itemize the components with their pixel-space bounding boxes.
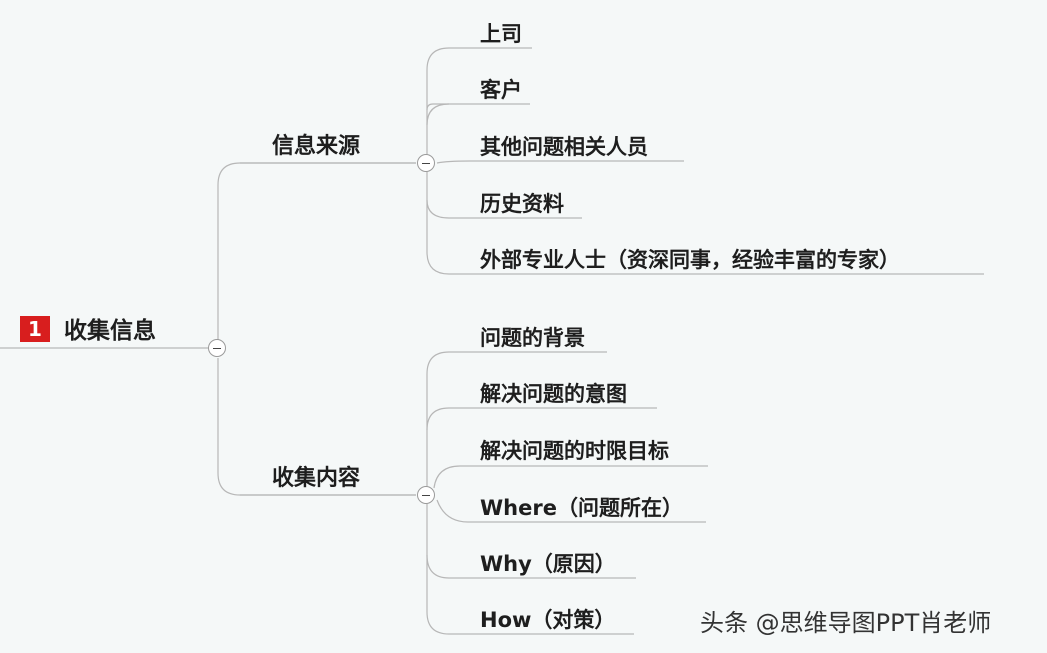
- branch1-connector-top: [426, 47, 532, 154]
- leaf-node[interactable]: 客户: [480, 78, 522, 102]
- leaf-node[interactable]: How（对策）: [480, 608, 616, 632]
- branch2-connector-4: [436, 499, 706, 523]
- leaf-node[interactable]: Why（原因）: [480, 552, 616, 576]
- collapse-toggle-collect-content[interactable]: [417, 486, 435, 504]
- leaf-node[interactable]: 上司: [480, 22, 522, 46]
- leaf-node[interactable]: 外部专业人士（资深同事，经验丰富的专家）: [480, 248, 900, 272]
- root-node-label[interactable]: 收集信息: [64, 318, 156, 344]
- leaf-node[interactable]: 解决问题的意图: [480, 382, 627, 406]
- leaf-node[interactable]: 历史资料: [480, 192, 564, 216]
- collapse-toggle-root[interactable]: [208, 339, 226, 357]
- branch2-connector-bottom: [426, 504, 634, 635]
- branch-node-collect-content[interactable]: 收集内容: [272, 466, 361, 491]
- branch2-connector-2: [426, 407, 657, 431]
- branch-node-info-source[interactable]: 信息来源: [272, 134, 361, 159]
- leaf-node[interactable]: 解决问题的时限目标: [480, 439, 669, 463]
- branch1-connector-2b: [426, 103, 450, 126]
- branch2-connector-3: [433, 465, 708, 489]
- leaf-node[interactable]: 问题的背景: [480, 326, 585, 350]
- branch2-connector-top: [426, 351, 607, 486]
- trunk-connector: [217, 162, 416, 340]
- step-number-badge: 1: [20, 316, 50, 342]
- trunk-connector-lower: [217, 358, 416, 496]
- leaf-node[interactable]: 其他问题相关人员: [480, 135, 648, 159]
- branch1-connector-4: [426, 199, 582, 219]
- branch1-connector-3: [436, 160, 684, 164]
- branch1-connector-bottom: [426, 172, 984, 275]
- leaf-node[interactable]: Where（问题所在）: [480, 496, 683, 520]
- watermark-text: 头条 @思维导图PPT肖老师: [700, 609, 992, 637]
- collapse-toggle-info-source[interactable]: [417, 154, 435, 172]
